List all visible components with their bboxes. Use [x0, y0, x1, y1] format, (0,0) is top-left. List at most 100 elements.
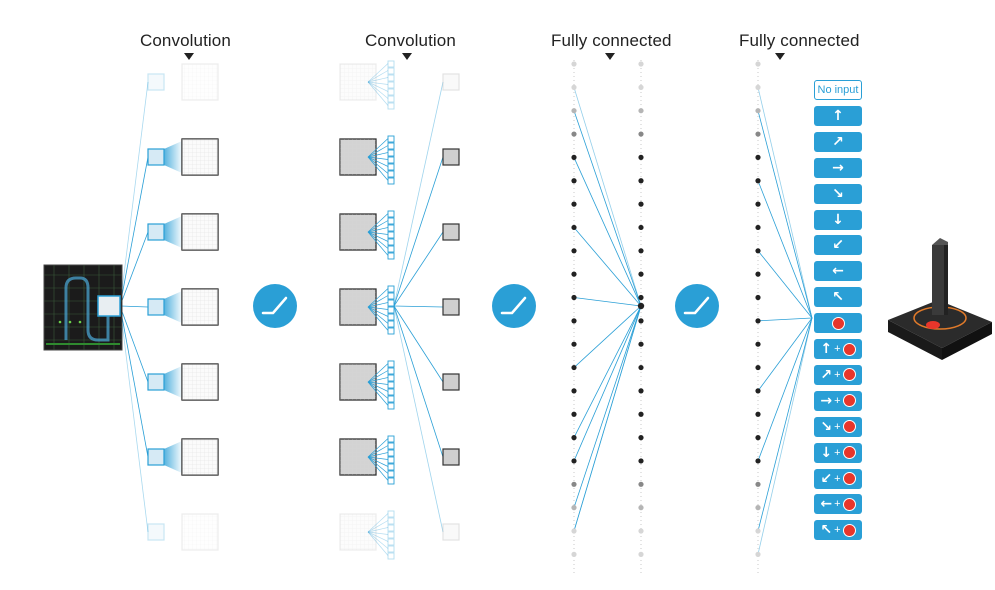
conv2-filter-cell: [387, 156, 395, 164]
conv2-filter-cell: [387, 224, 395, 232]
connection-line: [757, 180, 813, 319]
conv1-filter: [147, 448, 165, 466]
action-up-left-fire: ↖+: [814, 520, 862, 541]
header-arrow-icon: [775, 53, 785, 60]
game-dot: [58, 320, 62, 324]
conv2-filter-cell: [387, 374, 395, 382]
header-arrow-icon: [605, 53, 615, 60]
neuron: [571, 108, 577, 114]
connection-line: [393, 305, 444, 383]
conv2-filter-cell: [387, 477, 395, 485]
action-down-left: ↙: [814, 235, 862, 256]
relu-circle: [253, 284, 297, 328]
neuron: [755, 154, 761, 160]
down-right-arrow-icon: ↘: [832, 185, 844, 202]
neuron: [571, 528, 577, 534]
connection-line: [757, 250, 813, 319]
relu-activation-icon: [675, 284, 719, 328]
conv2-fan-line: [367, 288, 389, 308]
neuron: [755, 178, 761, 184]
conv2-filter-cell: [387, 299, 395, 307]
conv1-filter: [147, 223, 165, 241]
neuron: [571, 294, 577, 301]
conv2-filter-cell: [387, 142, 395, 150]
conv1-filter: [147, 298, 165, 316]
fire-button-icon: [842, 446, 856, 460]
neuron: [755, 435, 761, 441]
conv1-feature-map: [181, 138, 219, 176]
joystick-base-right: [942, 322, 992, 360]
game-path: [64, 276, 110, 342]
action-down-right: ↘: [814, 183, 862, 204]
relu-activation-icon: [253, 284, 297, 328]
connection-line: [573, 110, 642, 307]
fc1-output-column: [637, 60, 645, 576]
neuron: [571, 201, 577, 207]
neuron: [638, 294, 644, 301]
up-right-arrow-icon: ↗: [820, 366, 833, 383]
input-patch: [97, 295, 121, 317]
neuron: [638, 201, 644, 207]
connection-line: [119, 305, 149, 308]
up-left-arrow-icon: ↖: [820, 522, 833, 539]
header-arrow-icon: [184, 53, 194, 60]
game-dot: [68, 320, 72, 324]
plus-sign: +: [834, 524, 841, 537]
header-arrow-icon: [402, 53, 412, 60]
action-left-fire: ←+: [814, 494, 862, 515]
conv2-filter-cell: [387, 67, 395, 75]
conv2-fan-line: [367, 81, 389, 99]
conv2-filter-cell: [387, 538, 395, 546]
neuron: [571, 248, 577, 254]
conv2-filter-cell: [387, 135, 395, 143]
neuron: [638, 528, 644, 534]
plus-sign: +: [834, 420, 841, 433]
joystick-fire-button: [926, 321, 940, 329]
header-fully-connected-2: Fully connected: [739, 31, 860, 60]
connection-line: [119, 305, 149, 533]
conv1-feature-map: [181, 438, 219, 476]
conv2-fan-line: [367, 531, 389, 549]
neuron: [571, 131, 577, 137]
conv1-feature-shade: [182, 289, 218, 325]
joystick-base-top: [888, 300, 992, 348]
fire-button-icon: [831, 316, 845, 330]
joystick-base-left: [888, 320, 942, 360]
fire-button-icon: [842, 368, 856, 382]
connection-line: [393, 156, 444, 307]
neuron: [755, 84, 761, 90]
conv2-output-unit: [442, 298, 460, 316]
conv2-filter-cell: [387, 210, 395, 218]
conv2-fan-line: [367, 295, 389, 308]
neuron: [638, 411, 644, 417]
conv2-fan-line: [367, 527, 389, 533]
conv1-feature-map: [181, 513, 219, 551]
action-down-left-fire: ↙+: [814, 468, 862, 489]
connection-lines: [119, 81, 813, 555]
conv2-input-grid: [340, 64, 376, 100]
neuron: [571, 364, 577, 371]
up-right-arrow-icon: ↗: [832, 133, 844, 150]
neuron: [755, 61, 761, 67]
conv1-beam: [164, 366, 182, 398]
action-down-right-fire: ↘+: [814, 416, 862, 437]
connection-line: [757, 317, 813, 462]
connection-line: [757, 87, 813, 319]
conv2-filter-cell: [387, 395, 395, 403]
action-up-fire: ↑+: [814, 339, 862, 359]
neuron: [755, 131, 761, 137]
conv2-filter-cell: [387, 381, 395, 389]
conv2-fan-line: [367, 220, 389, 233]
down-arrow-icon: ↓: [820, 444, 833, 461]
conv1-layer: [147, 63, 219, 551]
neuron: [755, 364, 761, 371]
action-down-fire: ↓+: [814, 442, 862, 463]
joystick-icon: [888, 238, 992, 360]
action-up-right: ↗: [814, 131, 862, 152]
action-right-fire: →+: [814, 390, 862, 411]
conv2-filter-cell: [387, 402, 395, 410]
down-left-arrow-icon: ↙: [832, 237, 844, 254]
conv2-fan-line: [367, 520, 389, 533]
right-arrow-icon: →: [832, 159, 844, 176]
conv2-filter-cell: [387, 74, 395, 82]
